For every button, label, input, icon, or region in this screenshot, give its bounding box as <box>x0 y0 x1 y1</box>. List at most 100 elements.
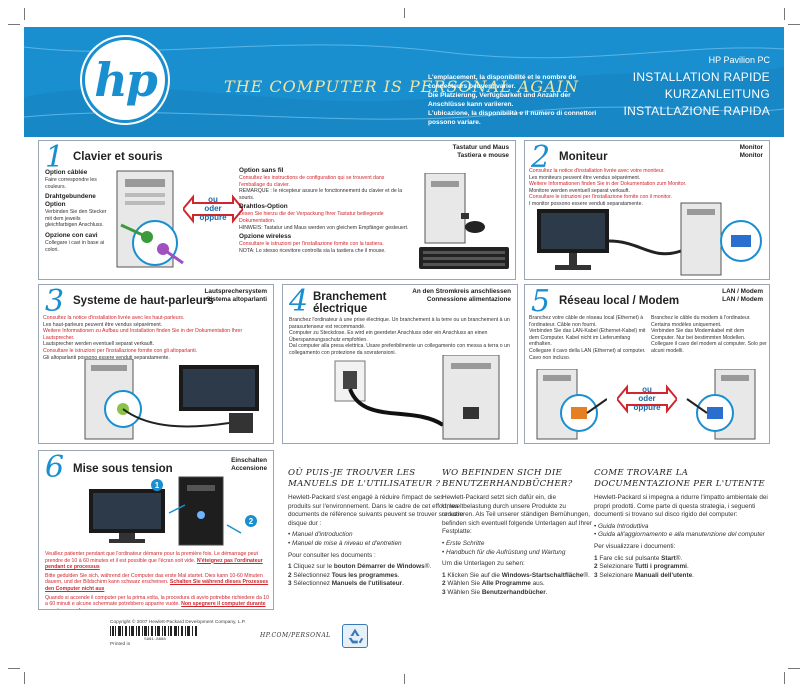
column-intro: Hewlett-Packard si impegna a ridurre l'i… <box>594 494 768 519</box>
title-fr: INSTALLATION RAPIDE <box>632 70 770 84</box>
column-title: COME TROVARE LA DOCUMENTAZIONE PER L'UTE… <box>594 468 765 489</box>
title-de: KURZANLEITUNG <box>664 87 770 101</box>
modem-port-illustration <box>686 369 756 440</box>
connector-note-it: L'ubicazione, la disponibilità e il nume… <box>428 110 597 126</box>
crop-mark <box>8 24 20 25</box>
slogan: THE COMPUTER IS PERSONAL AGAIN <box>224 77 579 96</box>
connector-note-de: Die Platzierung, Verfügbarkeit und Anzah… <box>428 92 571 108</box>
wireless-keyboard-mouse-illustration <box>419 173 509 269</box>
list-item: Manuel d'introduction <box>288 531 464 540</box>
step-1: 1 Klicken Sie auf die Windows-Startschal… <box>442 571 590 579</box>
step-3: 3 Wählen Sie Benutzerhandbücher. <box>442 588 548 596</box>
step-2: 2 Sélectionnez Tous les programmes. <box>288 571 400 579</box>
step-number: 3 <box>45 284 65 319</box>
step-number: 1 <box>45 140 65 175</box>
panel-speakers: 3 Systeme de haut-parleurs Lautsprechers… <box>38 284 274 444</box>
crop-mark <box>8 668 20 669</box>
column-title: OÙ PUIS-JE TROUVER LES MANUELS DE L'UTIL… <box>288 468 441 489</box>
panel-title: Moniteur <box>559 151 608 163</box>
crop-mark <box>784 8 785 20</box>
lan-port-illustration <box>536 369 607 440</box>
monitor-instructions: Consultez la notice d'installation livré… <box>529 168 687 207</box>
list-item: Guida all'aggiornamento e alla manutenzi… <box>594 531 770 540</box>
user-guide-fr: OÙ PUIS-JE TROUVER LES MANUELS DE L'UTIL… <box>288 468 464 589</box>
step-3: 3 Sélectionnez Manuels de l'utilisateur. <box>288 580 404 588</box>
monitor-connection-illustration <box>537 202 762 276</box>
header-band: hp THE COMPUTER IS PERSONAL AGAIN L'empl… <box>24 27 784 137</box>
product-name: HP Pavilion PC <box>708 55 770 65</box>
crop-mark <box>24 8 25 20</box>
panel-title: Réseau local / Modem <box>559 295 680 307</box>
callout-2: 2 <box>249 517 254 526</box>
speaker-connection-illustration <box>84 359 259 440</box>
step-2: 2 Wählen Sie Alle Programme aus. <box>442 580 545 588</box>
access-text: Pour consulter les documents : <box>288 551 376 559</box>
connector-notes: L'emplacement, la disponibilité et le no… <box>428 73 598 127</box>
power-instructions: Branchez l'ordinateur à une prise électr… <box>289 317 510 356</box>
power-on-warnings: Veuillez patienter pendant que l'ordinat… <box>45 551 270 609</box>
list-item: Manuel de mise à niveau et d'entretien <box>288 540 464 549</box>
callout-1: 1 <box>155 481 160 490</box>
wireless-option-text: Option sans fil Consultez les instructio… <box>239 167 409 254</box>
list-item: Handbuch für die Aufrüstung und Wartung <box>442 549 592 558</box>
column-intro: Hewlett-Packard s'est engagé à réduire l… <box>288 494 464 527</box>
document-list: Erste Schritte Handbuch für die Aufrüstu… <box>442 540 592 557</box>
access-text: Per visualizzare i documenti: <box>594 542 676 550</box>
step-1: 1 Cliquez sur le bouton Démarrer de Wind… <box>288 563 432 571</box>
speaker-instructions: Consultez la notice d'installation livré… <box>43 315 243 361</box>
list-item: Guida Introduttiva <box>594 523 770 532</box>
barcode: 5991-8888 <box>110 626 197 640</box>
document-list: Manuel d'introduction Manuel de mise à n… <box>288 531 464 548</box>
panel-power-connection: 4 Branchement électrique An den Stromkre… <box>282 284 518 444</box>
panel-title: Branchement électrique <box>313 291 387 315</box>
user-guide-de: WO BEFINDEN SICH DIE BENUTZERHANDBÜCHER?… <box>442 468 592 598</box>
user-guide-it: COME TROVARE LA DOCUMENTAZIONE PER L'UTE… <box>594 468 770 580</box>
callout-markers: 1 2 <box>151 479 257 527</box>
column-intro: Hewlett-Packard setzt sich dafür ein, di… <box>442 494 592 536</box>
copyright-text: Copyright © 2007 Hewlett-Packard Develop… <box>110 620 246 625</box>
document-list: Guida Introduttiva Guida all'aggiornamen… <box>594 523 770 540</box>
crop-mark <box>788 24 800 25</box>
recycle-icon <box>342 624 368 648</box>
crop-mark <box>24 672 25 684</box>
power-cord-illustration <box>334 355 500 440</box>
step-2: 2 Selezionare Tutti i programmi. <box>594 563 689 571</box>
wired-option-text: Option câblée Faire correspondre les cou… <box>45 169 107 253</box>
step-number: 4 <box>289 284 309 319</box>
access-text: Um die Unterlagen zu sehen: <box>442 560 525 568</box>
list-item: Erste Schritte <box>442 540 592 549</box>
hp-logo: hp <box>82 37 168 123</box>
panel-title: Systeme de haut-parleurs <box>73 295 214 307</box>
title-it: INSTALLAZIONE RAPIDA <box>623 104 770 118</box>
lan-instructions: Branchez votre câble de réseau local (Et… <box>529 315 646 361</box>
barcode-number: 5991-8888 <box>144 638 166 640</box>
modem-instructions: Branchez le câble du modem à l'ordinateu… <box>651 315 767 354</box>
crop-mark <box>784 672 785 684</box>
step-number: 5 <box>531 284 551 319</box>
column-title: WO BEFINDEN SICH DIE BENUTZERHANDBÜCHER? <box>442 468 573 489</box>
printed-in-text: Printed in <box>110 642 131 647</box>
pc-tower-rear-ports-illustration <box>116 170 184 268</box>
step-1: 1 Fare clic sul pulsante Start®. <box>594 554 683 562</box>
hp-url: HP.COM/PERSONAL <box>260 632 331 639</box>
step-3: 3 Selezionare Manuali dell'utente. <box>594 571 694 579</box>
panel-title: Mise sous tension <box>73 463 173 475</box>
power-on-illustration <box>89 476 242 546</box>
crop-mark <box>404 674 405 684</box>
step-number: 2 <box>531 140 551 175</box>
panel-title: Clavier et souris <box>73 151 163 163</box>
step-number: 6 <box>45 450 65 485</box>
crop-mark <box>788 668 800 669</box>
footer: Copyright © 2007 Hewlett-Packard Develop… <box>110 620 690 650</box>
